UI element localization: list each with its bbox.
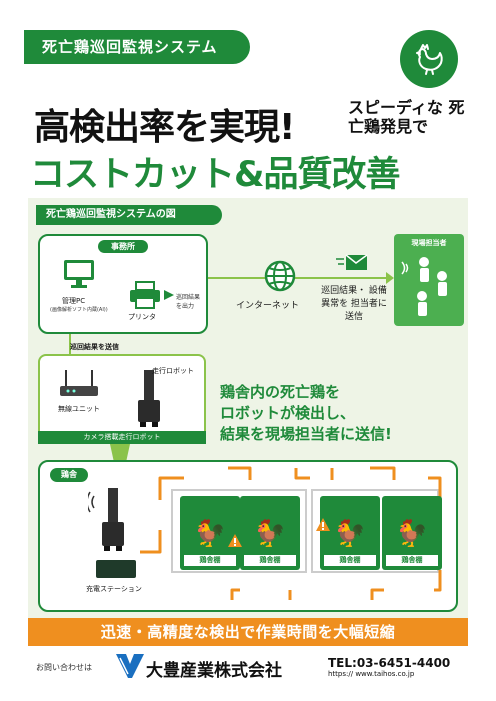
headline-main: 高検出率を実現! <box>34 107 295 148</box>
globe-icon <box>262 258 298 298</box>
coop-tag: 鶏舎 <box>50 468 88 482</box>
mail-icon <box>336 254 368 276</box>
phone-number[interactable]: TEL:03-6451-4400 <box>328 656 451 670</box>
robot-label: 走行ロボット <box>152 367 194 375</box>
warning-icon <box>316 518 330 531</box>
internet-label: インターネット <box>236 301 300 311</box>
system-name-tag: 死亡鶏巡回監視システム <box>24 30 250 64</box>
chicken-icon <box>400 30 458 88</box>
send-result-label: 巡回結果を送信 <box>70 343 119 351</box>
cage-3: 🐓 鶏舎棚 <box>320 496 380 570</box>
headline-side: スピーディな 死亡鶏発見で <box>348 98 465 136</box>
router-icon <box>58 368 100 404</box>
monitor-icon <box>62 258 96 294</box>
headline-sub: コストカット&品質改善 <box>30 155 401 195</box>
pc-note: (画像解析ソフト内蔵(AI)) <box>50 307 108 313</box>
staff-icon <box>401 257 447 316</box>
cage-1: 🐓 鶏舎棚 <box>180 496 240 570</box>
rooster-icon: 🐓 <box>193 519 227 549</box>
warning-icon <box>228 534 242 547</box>
charging-robot-icon <box>86 488 134 562</box>
charging-station-label: 充電ステーション <box>86 585 142 593</box>
company-logo-icon <box>116 654 144 678</box>
rooster-icon: 🐓 <box>333 519 367 549</box>
robot-caption: カメラ搭載走行ロボット <box>38 431 206 444</box>
rooster-icon: 🐓 <box>253 519 287 549</box>
office-tag: 事務所 <box>98 240 148 253</box>
cage-2: 🐓 鶏舎棚 <box>240 496 300 570</box>
cage-4: 🐓 鶏舎棚 <box>382 496 442 570</box>
website-link[interactable]: https:// www.taihos.co.jp <box>328 670 415 678</box>
detection-callout: 鶏舎内の死亡鶏を ロボットが検出し、 結果を現場担当者に送信! <box>220 383 392 443</box>
bottom-banner: 迅速・高精度な検出で作業時間を大幅短縮 <box>28 618 468 646</box>
field-staff-label: 現場担当者 <box>411 239 447 247</box>
diagram-title: 死亡鶏巡回監視システムの図 <box>36 205 222 225</box>
charging-station-icon <box>96 560 136 578</box>
printer-icon <box>128 280 162 314</box>
output-note: 巡回結果 を出力 <box>176 294 201 310</box>
wireless-unit-label: 無線ユニット <box>58 405 100 413</box>
contact-label: お問い合わせは <box>36 663 92 672</box>
pc-label: 管理PC <box>62 297 86 305</box>
company-name: 大豊産業株式会社 <box>146 661 282 681</box>
printer-label: プリンタ <box>128 313 156 321</box>
arrow-right-icon <box>164 290 174 300</box>
message-label: 巡回結果・ 設備異常を 担当者に送信 <box>321 286 387 322</box>
rooster-icon: 🐓 <box>395 519 429 549</box>
robot-icon <box>134 370 164 432</box>
robot-box <box>38 354 206 444</box>
